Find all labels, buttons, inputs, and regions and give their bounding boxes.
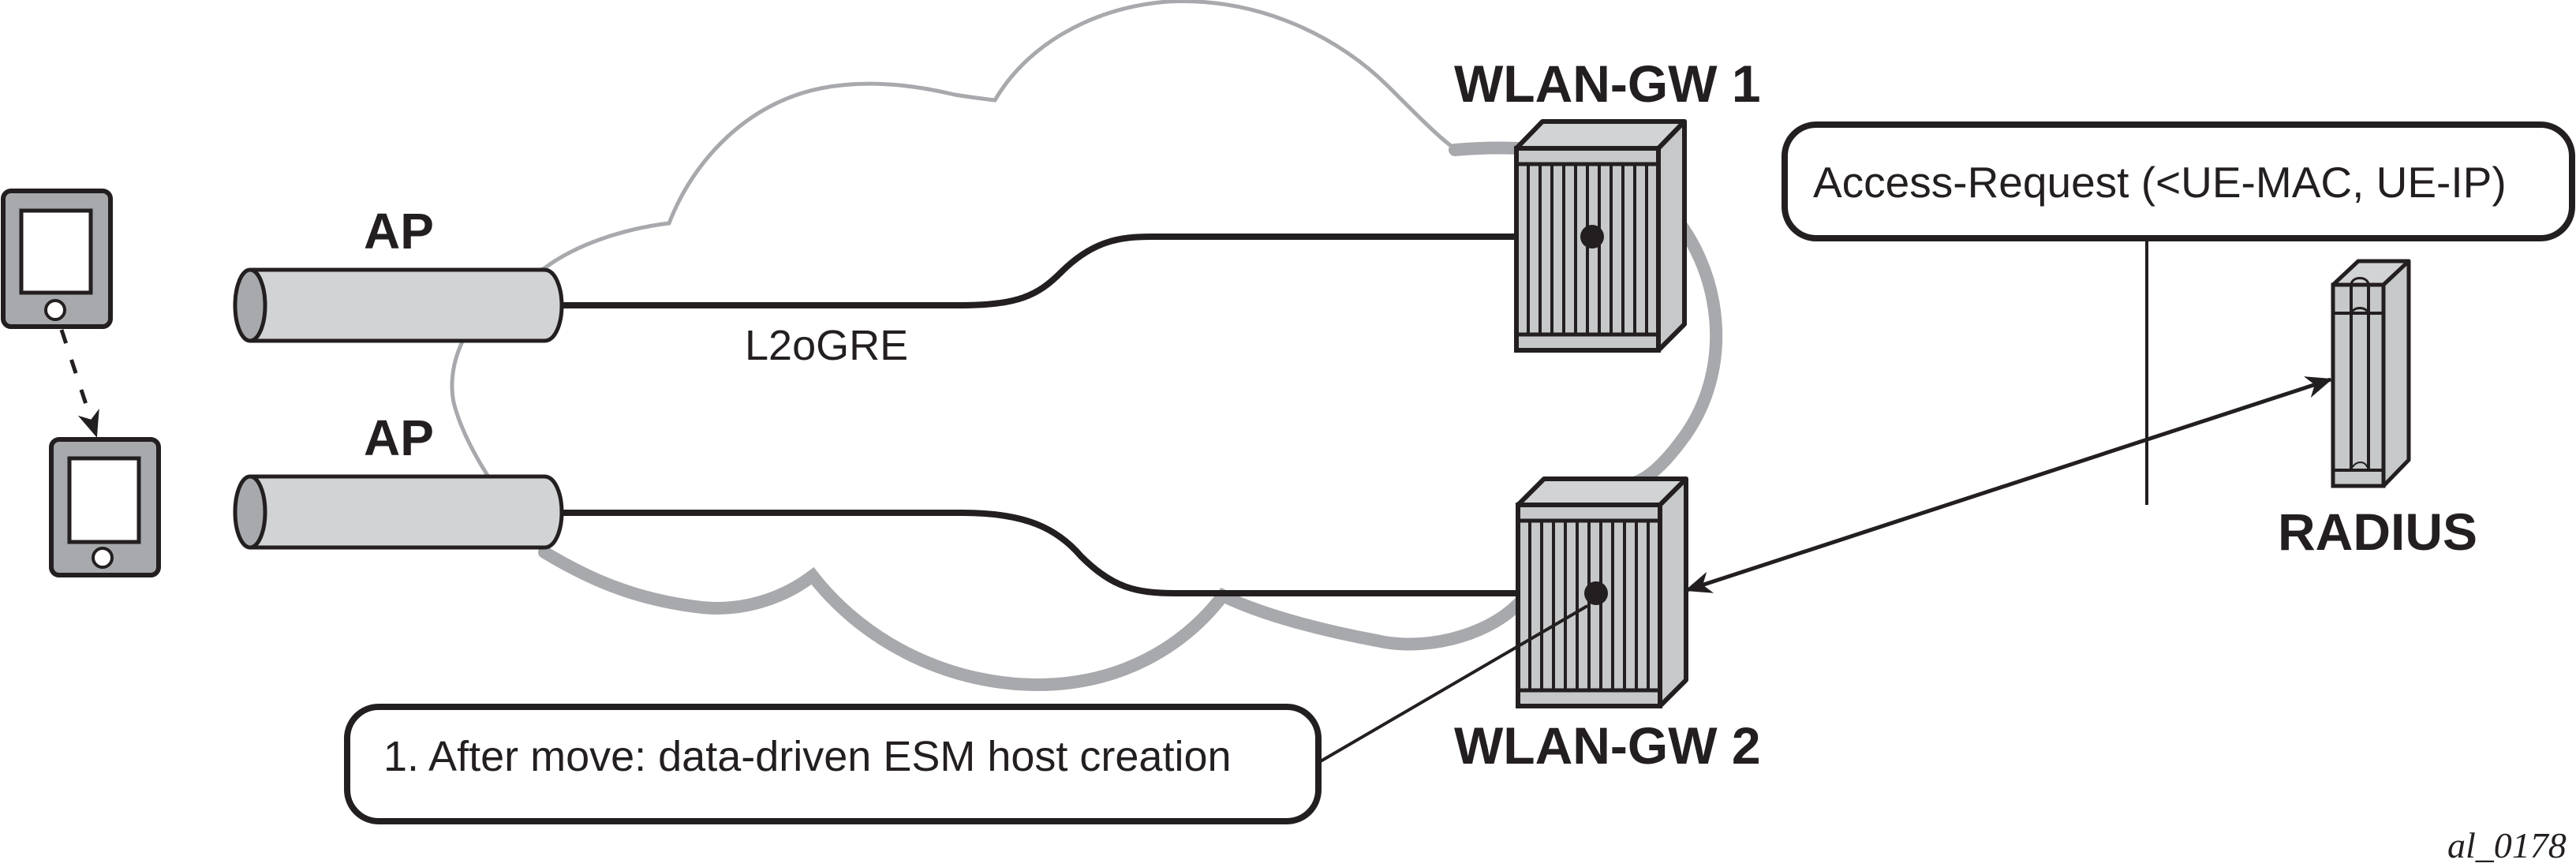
access-point-cylinder-icon — [233, 474, 564, 550]
ue-move-arrow — [59, 329, 99, 438]
access-request-callout — [1782, 121, 2575, 241]
tunnel-endpoint-dot — [1584, 581, 1608, 605]
wlan-gw-2-label: WLAN-GW 2 — [1454, 716, 1761, 775]
chassis-side — [1658, 476, 1688, 708]
step-1-text: 1. After move: data-driven ESM host crea… — [383, 733, 1232, 780]
step-1-callout — [344, 704, 1322, 824]
callout-leader-step-1 — [1318, 604, 1589, 764]
cloud-inner-edge — [543, 551, 1520, 687]
tunnel-endpoint-dot — [1580, 225, 1604, 249]
tunnel-l2ogre-upper — [559, 234, 1592, 308]
mobile-device-icon — [49, 437, 161, 577]
ap-2-label: AP — [364, 409, 434, 466]
tunnel-label: L2oGRE — [745, 322, 908, 369]
server-icon — [2331, 259, 2411, 488]
chassis-side — [1656, 119, 1687, 353]
figure-id: al_0178 — [2447, 825, 2567, 865]
tunnel-lower — [559, 510, 1596, 596]
gateway-chassis-icon — [1514, 119, 1687, 353]
access-point-cylinder-icon — [233, 267, 564, 343]
gateway-chassis-icon — [1516, 476, 1688, 708]
cloud-outline — [450, 0, 1556, 554]
radius-label: RADIUS — [2278, 503, 2477, 561]
access-request-text: Access-Request (<UE-MAC, UE-IP) — [1813, 158, 2507, 207]
mobile-device-icon — [1, 189, 113, 329]
wlan-gw-1-label: WLAN-GW 1 — [1454, 54, 1761, 113]
ap-1-label: AP — [364, 203, 434, 260]
radius-link-arrow — [1684, 376, 2333, 593]
